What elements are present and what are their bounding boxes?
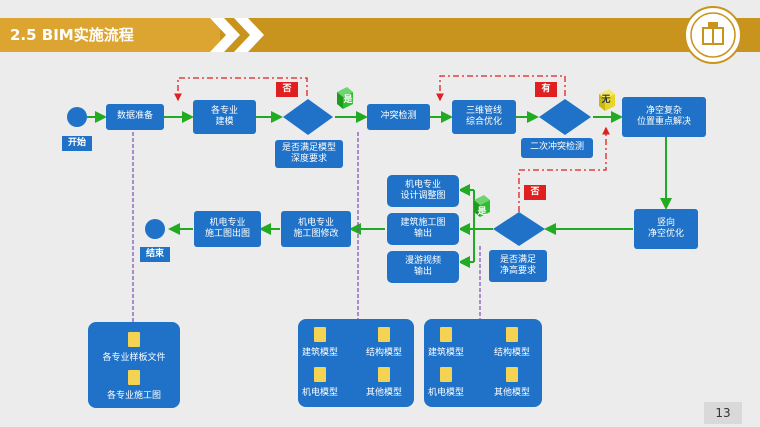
panel-item: 机电模型 xyxy=(301,388,338,398)
panel-item: 结构模型 xyxy=(365,348,402,358)
file-icon xyxy=(440,327,452,342)
height-label: 是否满足净高要求 xyxy=(489,250,547,282)
mep-drawing-box: 机电专业施工图出图 xyxy=(194,211,261,247)
yes-label: 是 xyxy=(343,95,353,105)
file-icon xyxy=(378,367,390,382)
mep-adjust-box: 机电专业设计调整图 xyxy=(386,174,460,208)
file-icon xyxy=(128,370,140,385)
green-cube-icon xyxy=(474,195,490,217)
chevron-decoration xyxy=(210,18,264,52)
construction-output-box: 建筑施工图输出 xyxy=(386,212,460,246)
template-panel: 各专业样板文件 各专业施工图 xyxy=(88,322,180,408)
panel-item: 机电模型 xyxy=(427,388,464,398)
data-prep-box: 数据准备 xyxy=(106,104,164,130)
decision-second-clash xyxy=(539,99,591,135)
decision-model-depth xyxy=(283,99,333,135)
panel-item: 建筑模型 xyxy=(427,348,464,358)
yes-label-2: 是 xyxy=(477,207,487,217)
file-icon xyxy=(506,367,518,382)
yellow-cube-icon xyxy=(599,89,615,111)
file-icon xyxy=(440,367,452,382)
no-tag-2: 否 xyxy=(524,185,546,200)
end-label: 结束 xyxy=(140,247,170,262)
green-cube-icon xyxy=(337,87,353,109)
has-tag: 有 xyxy=(535,82,557,97)
page-number: 13 xyxy=(704,402,742,424)
model-panel-2: 建筑模型 结构模型 机电模型 其他模型 xyxy=(424,319,542,407)
resolve-box: 净空复杂位置重点解决 xyxy=(622,97,706,137)
panel-item: 结构模型 xyxy=(493,348,530,358)
file-icon xyxy=(314,367,326,382)
file-icon xyxy=(128,332,140,347)
panel-item: 各专业施工图 xyxy=(106,391,161,401)
mep-modify-box: 机电专业施工图修改 xyxy=(281,211,351,247)
panel-item: 建筑模型 xyxy=(301,348,338,358)
start-label: 开始 xyxy=(62,136,92,151)
start-node xyxy=(67,107,87,127)
pipe-box: 三维管线综合优化 xyxy=(452,100,516,134)
decision-height xyxy=(493,212,545,246)
file-icon xyxy=(378,327,390,342)
page-title: 2.5 BIM实施流程 xyxy=(0,18,220,52)
vertical-box: 竖向净空优化 xyxy=(634,209,698,249)
walkthrough-box: 漫游视频输出 xyxy=(386,250,460,284)
modeling-box: 各专业建模 xyxy=(193,100,256,134)
none-label: 无 xyxy=(601,95,611,105)
second-clash-label: 二次冲突检测 xyxy=(521,138,593,158)
panel-item: 各专业样板文件 xyxy=(102,353,166,363)
model-panel-1: 建筑模型 结构模型 机电模型 其他模型 xyxy=(298,319,414,407)
model-depth-label: 是否满足模型深度要求 xyxy=(275,140,343,168)
panel-item: 其他模型 xyxy=(365,388,402,398)
end-node xyxy=(145,219,165,239)
no-tag: 否 xyxy=(276,82,298,97)
logo xyxy=(684,6,742,64)
clash-box: 冲突检测 xyxy=(367,104,430,130)
file-icon xyxy=(506,327,518,342)
file-icon xyxy=(314,327,326,342)
panel-item: 其他模型 xyxy=(493,388,530,398)
